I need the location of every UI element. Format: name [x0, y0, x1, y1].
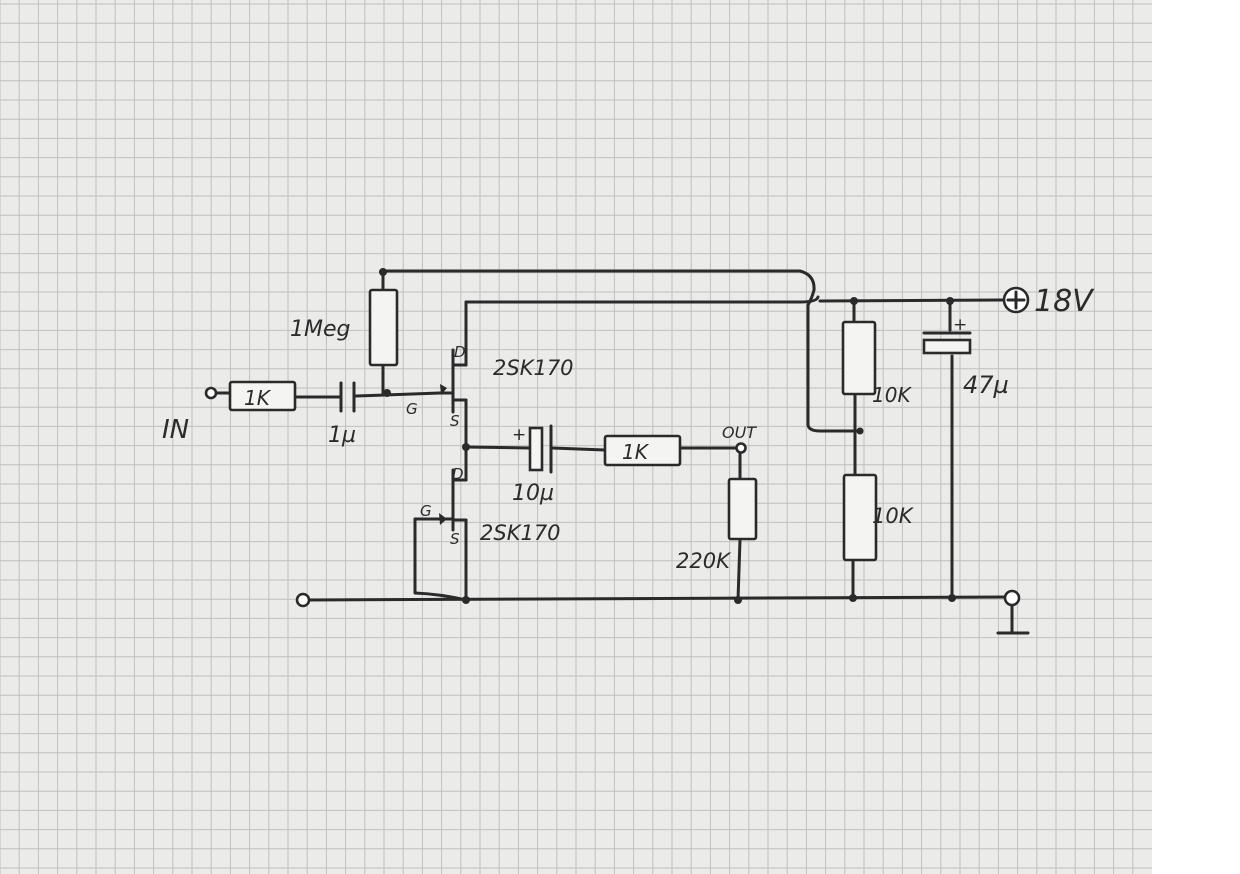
label-r-out: 1K [622, 440, 650, 464]
resistor-output [603, 434, 682, 467]
label-r-in: 1K [244, 386, 272, 410]
wiring [214, 269, 1014, 634]
label-output: OUT [722, 423, 757, 442]
junction-dots [379, 268, 956, 604]
ground-terminal-left [295, 592, 311, 608]
power-plus-icon [1002, 286, 1030, 314]
resistor-load-220k [727, 477, 758, 541]
label-gate-bottom: G [420, 502, 432, 520]
label-c-in: 1µ [328, 423, 356, 448]
output-terminal [735, 442, 747, 454]
label-jfet-bottom: 2SK170 [480, 521, 561, 545]
resistor-divider-top [841, 320, 877, 396]
label-c-supply: 47µ [963, 371, 1009, 399]
label-r-load: 220K [676, 549, 732, 573]
resistor-input [228, 380, 297, 412]
label-drain-bottom: D [452, 465, 464, 483]
scan-margin [1152, 0, 1240, 874]
label-c-supply-plus: + [953, 315, 967, 335]
capacitor-supply [922, 331, 972, 355]
resistor-divider-bottom [842, 473, 878, 562]
label-r-div-top: 10K [872, 383, 912, 407]
label-r-gate: 1Meg [290, 317, 351, 342]
capacitor-output [528, 424, 553, 474]
resistor-gate-1meg [368, 288, 399, 367]
graph-paper-grid [0, 0, 1152, 874]
label-r-div-bottom: 10K [872, 504, 915, 528]
label-drain-top: D [454, 343, 466, 361]
label-gate-top: G [406, 400, 418, 418]
label-jfet-top: 2SK170 [493, 356, 574, 380]
label-c-out-plus: + [512, 425, 526, 445]
label-source-top: S [450, 412, 460, 430]
label-c-out: 10µ [512, 481, 554, 506]
label-source-bottom: S [450, 530, 460, 548]
input-terminal [204, 386, 218, 400]
label-supply: 18V [1034, 284, 1095, 319]
label-input: IN [162, 415, 189, 445]
ground-icon [996, 589, 1030, 635]
capacitor-input [339, 381, 356, 413]
